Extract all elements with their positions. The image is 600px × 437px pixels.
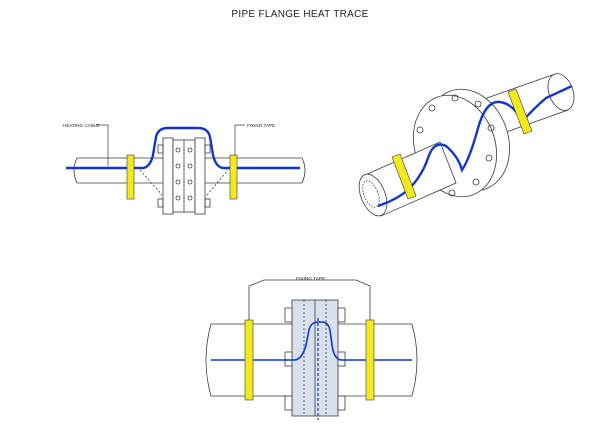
side-view-tape-right	[229, 154, 238, 200]
iso-tape-near	[391, 153, 417, 200]
front-view-tape-right	[365, 319, 375, 401]
side-view-flange	[139, 137, 229, 215]
fixing-tape-leader-side	[234, 124, 245, 155]
side-view-tape-left	[126, 154, 135, 200]
front-view-heating-cable	[211, 321, 412, 361]
front-view-tape-left	[244, 319, 254, 401]
heating-cable-leader	[96, 124, 109, 166]
fixing-tape-label-side: FIXING TAPE	[247, 123, 275, 128]
iso-tape-far	[507, 88, 533, 135]
front-view	[205, 279, 418, 420]
fixing-tape-leader-bottom	[248, 279, 371, 320]
diagram-title: PIPE FLANGE HEAT TRACE	[231, 9, 369, 20]
side-view-heating-cable	[66, 126, 300, 170]
heating-cable-label: HEATING CABLE	[63, 123, 99, 128]
fixing-tape-label-bottom: FIXING TAPE	[296, 276, 325, 282]
isometric-view	[358, 73, 575, 217]
side-view	[66, 124, 306, 215]
